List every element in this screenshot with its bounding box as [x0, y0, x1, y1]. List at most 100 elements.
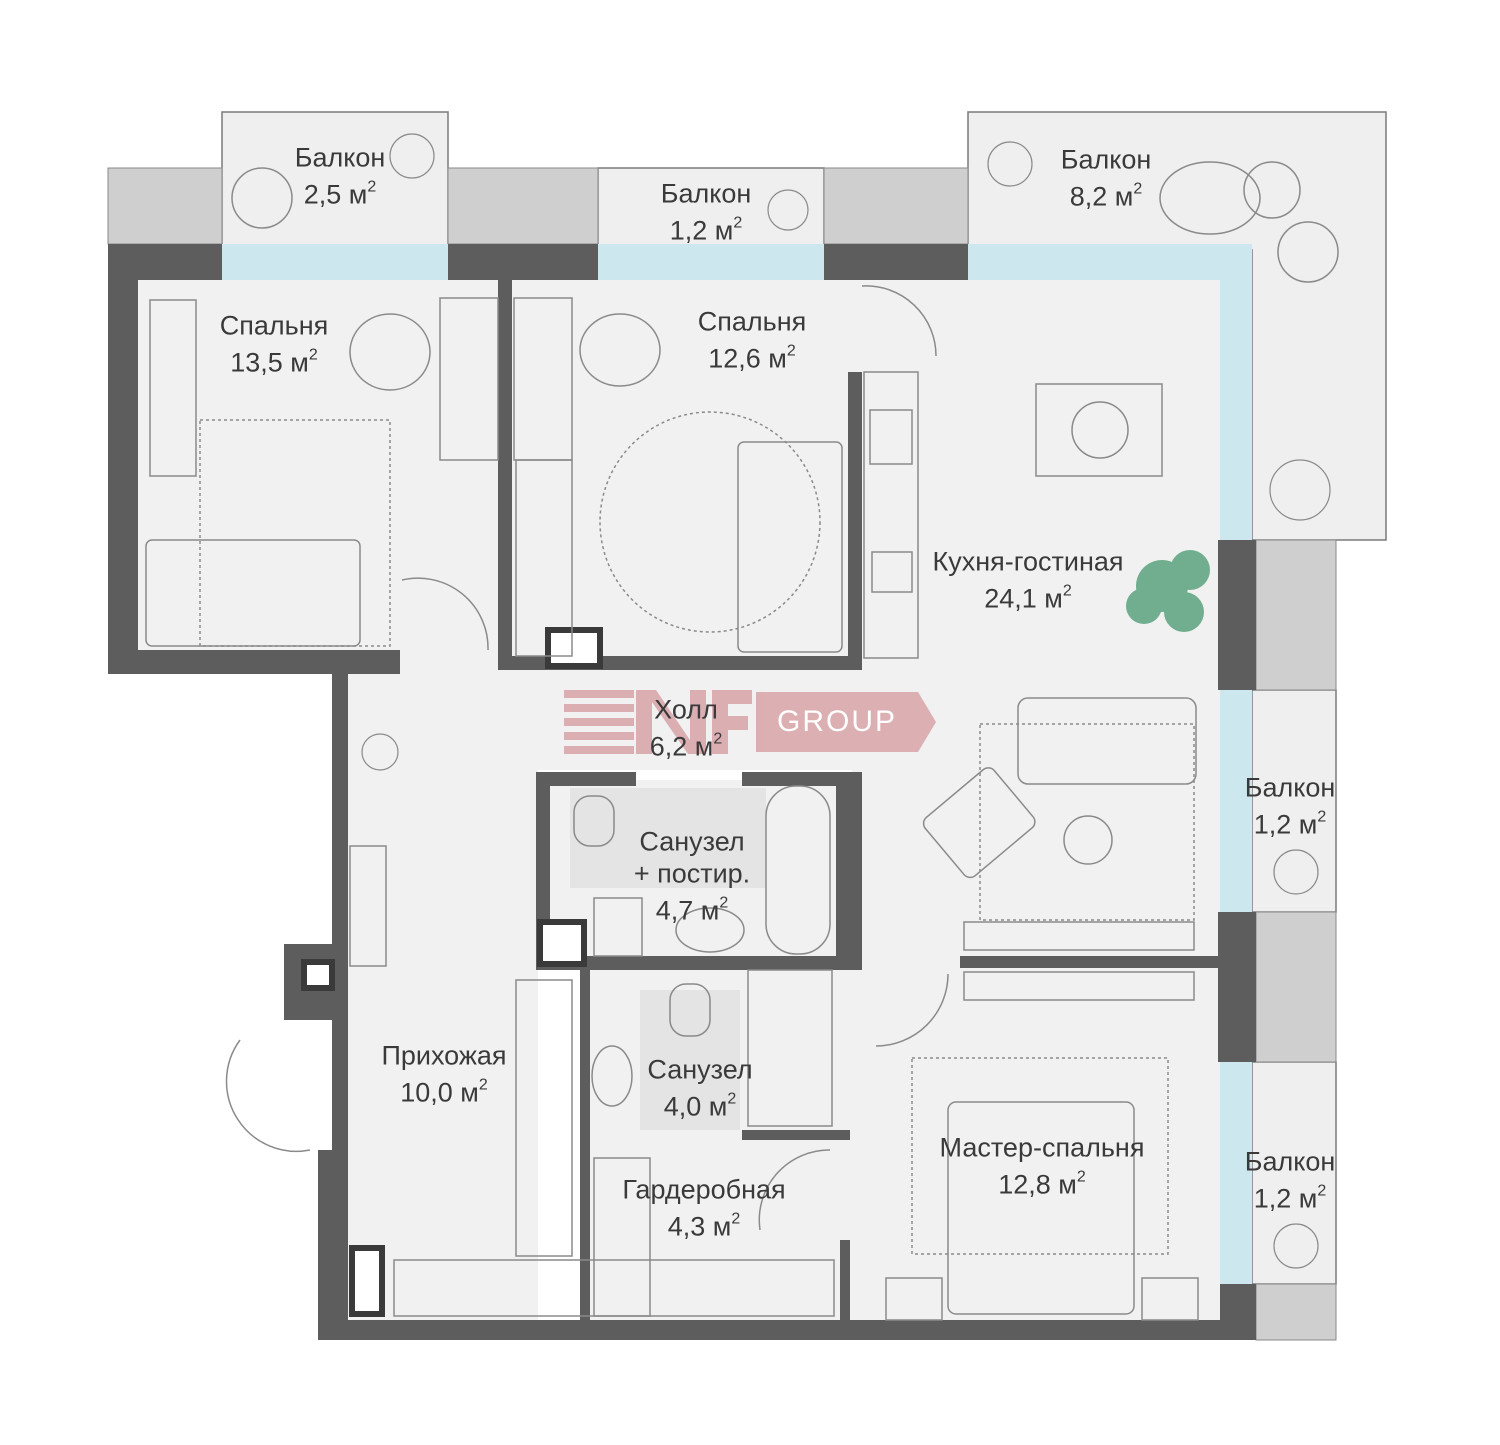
room-area: 10,0 м — [400, 1077, 479, 1108]
facade-block — [107, 167, 223, 245]
plant-icon — [1273, 849, 1319, 895]
armchair — [922, 767, 1036, 879]
unit-sup: 2 — [786, 342, 796, 360]
wardrobe-storage — [515, 459, 573, 657]
watermark-text: GROUP — [777, 705, 898, 738]
round-rug — [599, 411, 821, 633]
window — [598, 244, 824, 280]
room-label-kitchen-living: Кухня-гостиная 24,1 м2 — [932, 546, 1123, 615]
room-area: 2,5 м — [303, 179, 368, 210]
shaft — [349, 1245, 385, 1317]
monstera-plant-icon — [1126, 550, 1210, 632]
tv-console — [963, 971, 1195, 1001]
room-name: Санузел — [639, 826, 745, 857]
master-rug — [911, 1057, 1169, 1255]
room-label-wardrobe: Гардеробная 4,3 м2 — [622, 1174, 785, 1243]
door-swing — [861, 285, 937, 357]
unit-sup: 2 — [731, 1210, 741, 1228]
furniture — [145, 161, 1339, 1321]
room-label-balcony-2: Балкон 1,2 м2 — [661, 178, 752, 247]
room-area-wrap: 12,8 м2 — [940, 1164, 1145, 1201]
unit-sup: 2 — [478, 1076, 488, 1094]
inner-wall — [536, 772, 636, 786]
outer-wall-left — [108, 244, 400, 674]
leaf — [1164, 592, 1204, 632]
inner-wall — [742, 1130, 850, 1140]
wall-column — [318, 1150, 348, 1340]
room-name: Балкон — [660, 178, 752, 209]
nightstand — [885, 1277, 943, 1321]
room-area: 13,5 м — [230, 347, 309, 378]
tile-area — [640, 990, 740, 1130]
toilet — [669, 983, 711, 1037]
inner-wall — [742, 772, 862, 786]
mark-bar — [564, 746, 634, 754]
room-area-wrap: 24,1 м2 — [932, 578, 1123, 615]
glazing — [222, 244, 1252, 1284]
facade-blocks — [107, 167, 1337, 1341]
shaft — [537, 919, 587, 967]
plant-icon — [1273, 1223, 1319, 1269]
sofa — [1017, 697, 1197, 785]
window — [1220, 690, 1252, 912]
room-label-balcony-4: Балкон 1,2 м2 — [1245, 772, 1336, 841]
balcony-2-area — [597, 167, 825, 249]
nightstand — [1141, 1277, 1199, 1321]
balcony-table — [1277, 221, 1339, 283]
floor-bedroom-1 — [138, 280, 502, 650]
washing-machine — [593, 897, 643, 957]
room-name-line-2: + постир. — [633, 858, 751, 889]
room-area: 24,1 м — [984, 583, 1063, 614]
mark-bar — [564, 690, 634, 698]
door-swing — [401, 577, 489, 651]
balcony-table — [231, 167, 293, 229]
room-name: Балкон — [1244, 772, 1336, 803]
chair — [579, 313, 661, 387]
room-name: Санузел — [647, 1054, 753, 1085]
floor-bedroom-2 — [502, 280, 852, 660]
room-area-wrap: 4,7 м2 — [634, 890, 750, 927]
plant-icon — [389, 133, 435, 179]
door-swing — [225, 1039, 311, 1153]
plant-icon — [361, 733, 399, 771]
room-name: Мастер-спальня — [939, 1132, 1145, 1163]
room-name: Балкон — [1244, 1146, 1336, 1177]
unit-sup: 2 — [367, 178, 377, 196]
floor-wardrobe — [586, 1150, 850, 1320]
room-area-wrap: 2,5 м2 — [295, 174, 386, 211]
leaf — [1126, 588, 1162, 624]
room-area: 12,8 м — [998, 1169, 1077, 1200]
room-name: Спальня — [697, 306, 807, 337]
room-area: 1,2 м — [1253, 1183, 1318, 1214]
room-label-balcony-5: Балкон 1,2 м2 — [1245, 1146, 1336, 1215]
wall-pier — [1218, 912, 1256, 1062]
floor-master — [848, 960, 1220, 1320]
unit-sup: 2 — [727, 1090, 737, 1108]
watermark-logo — [564, 690, 936, 754]
room-area-wrap: 10,0 м2 — [381, 1072, 506, 1109]
unit-sup: 2 — [1076, 1168, 1086, 1186]
room-label-balcony-3: Балкон 8,2 м2 — [1061, 144, 1152, 213]
door-swing — [758, 1149, 831, 1231]
nf-brand-mark — [564, 690, 752, 754]
floor-kitchen — [852, 280, 1220, 960]
living-rug — [979, 723, 1195, 921]
room-label-master-bedroom: Мастер-спальня 12,8 м2 — [940, 1132, 1145, 1201]
facade-block — [447, 167, 599, 245]
room-name: Гардеробная — [622, 1174, 786, 1205]
room-area-wrap: 12,6 м2 — [698, 338, 807, 375]
room-area-wrap: 13,5 м2 — [220, 342, 329, 379]
inner-wall — [498, 280, 512, 660]
table-decor — [1071, 401, 1129, 459]
unit-sup: 2 — [713, 730, 723, 748]
mark-bar — [564, 718, 634, 726]
room-area-wrap: 8,2 м2 — [1061, 176, 1152, 213]
facade-block — [1255, 911, 1337, 1063]
room-label-hall: Холл 6,2 м2 — [650, 694, 723, 763]
room-label-entrance: Прихожая 10,0 м2 — [381, 1040, 506, 1109]
bed — [947, 1101, 1135, 1315]
room-area: 1,2 м — [669, 215, 734, 246]
inner-wall — [836, 784, 862, 968]
room-name: Кухня-гостиная — [932, 546, 1124, 577]
